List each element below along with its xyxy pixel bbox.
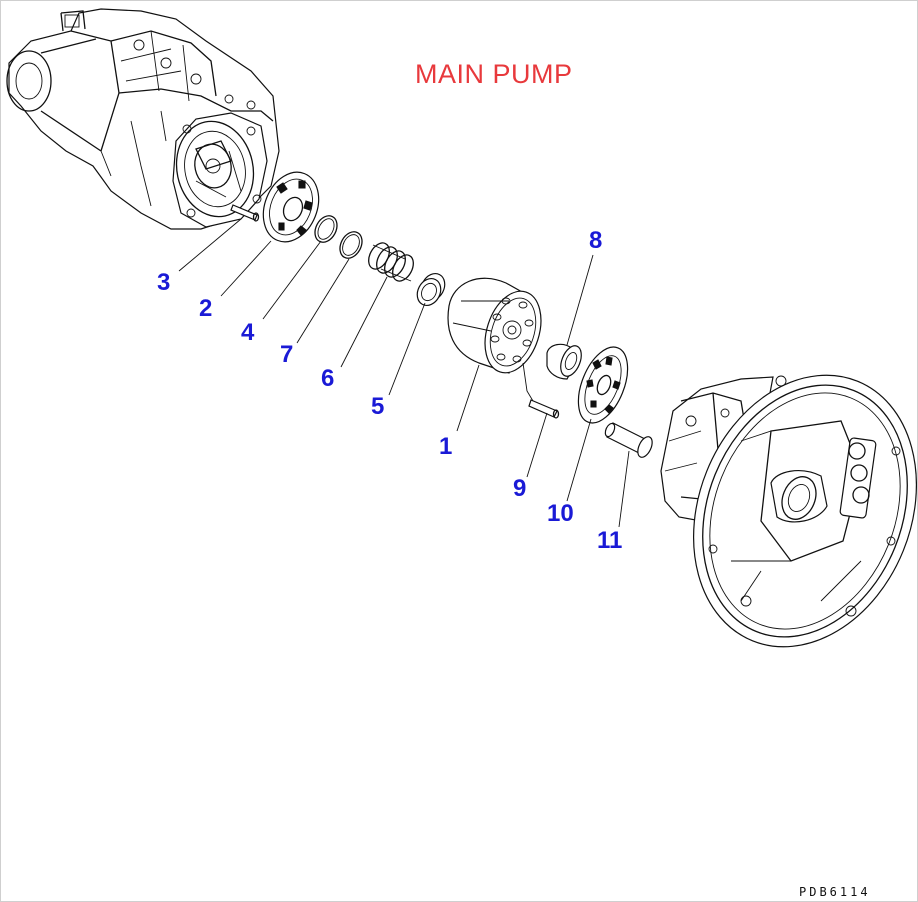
part-3-pin bbox=[230, 204, 260, 222]
part-8-retainer bbox=[546, 343, 582, 380]
pump-housing-right bbox=[660, 374, 917, 648]
callout-1: 1 bbox=[439, 433, 453, 460]
callout-9: 9 bbox=[513, 475, 527, 502]
callout-5: 5 bbox=[371, 393, 385, 420]
part-11-shaft bbox=[604, 422, 653, 458]
callout-11: 11 bbox=[597, 527, 623, 554]
callout-2: 2 bbox=[199, 295, 213, 322]
callout-6: 6 bbox=[321, 365, 335, 392]
callout-3: 3 bbox=[157, 269, 171, 296]
diagram-title: MAIN PUMP bbox=[415, 59, 573, 89]
part-9-pin bbox=[522, 362, 560, 419]
leader-lines bbox=[178, 218, 630, 528]
part-1-cylinder-block bbox=[447, 277, 542, 374]
part-10-plate bbox=[577, 346, 629, 424]
callout-8: 8 bbox=[589, 227, 603, 254]
drawing-code: PDB6114 bbox=[799, 885, 871, 899]
pump-housing-left bbox=[6, 8, 280, 230]
part-2-valve-plate bbox=[262, 171, 320, 243]
callout-10: 10 bbox=[547, 500, 574, 527]
part-5-collar bbox=[416, 273, 446, 306]
callout-7: 7 bbox=[280, 341, 294, 368]
part-7-ring bbox=[339, 231, 363, 259]
callout-4: 4 bbox=[241, 319, 255, 346]
part-6-spring bbox=[368, 242, 414, 282]
part-4-snap-ring bbox=[314, 215, 338, 243]
